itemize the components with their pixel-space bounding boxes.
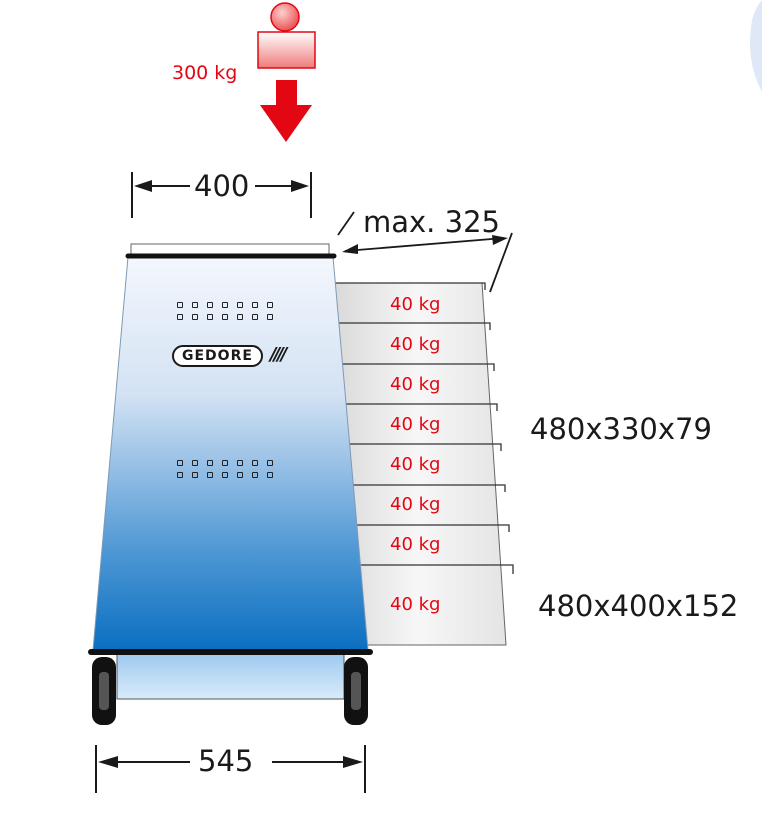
bottom-width-dimension [95,745,366,793]
tray-load-label: 40 kg [390,534,441,555]
tray-load-label: 40 kg [390,594,441,615]
vent-grid-top [177,302,275,320]
top-width-label: 400 [194,169,250,203]
brand-logo: GEDORE [172,345,263,367]
tray-load-label: 40 kg [390,494,441,515]
trolley-top-rim [130,243,330,256]
tray-load-label: 40 kg [390,334,441,355]
right-wheel [344,657,368,725]
top-width-dimension [131,172,312,218]
tray-load-label: 40 kg [390,294,441,315]
load-arrow [260,80,312,142]
corner-decoration [749,0,762,92]
tray-depth-label: max. 325 [363,205,500,239]
brand-stripes-icon: //// [270,344,287,365]
large-tray-size-label: 480x400x152 [538,589,739,623]
tray-load-label: 40 kg [390,414,441,435]
tray-load-label: 40 kg [390,374,441,395]
tray-depth-dimension [337,211,513,293]
top-load-label: 300 kg [172,62,238,84]
small-tray-size-label: 480x330x79 [530,412,712,446]
tray-load-label: 40 kg [390,454,441,475]
weight-icon [257,2,316,69]
trolley-base [116,653,345,700]
tray-stack [329,282,514,646]
left-wheel [92,657,116,725]
bottom-width-label: 545 [198,744,254,778]
vent-grid-bottom [177,460,275,478]
